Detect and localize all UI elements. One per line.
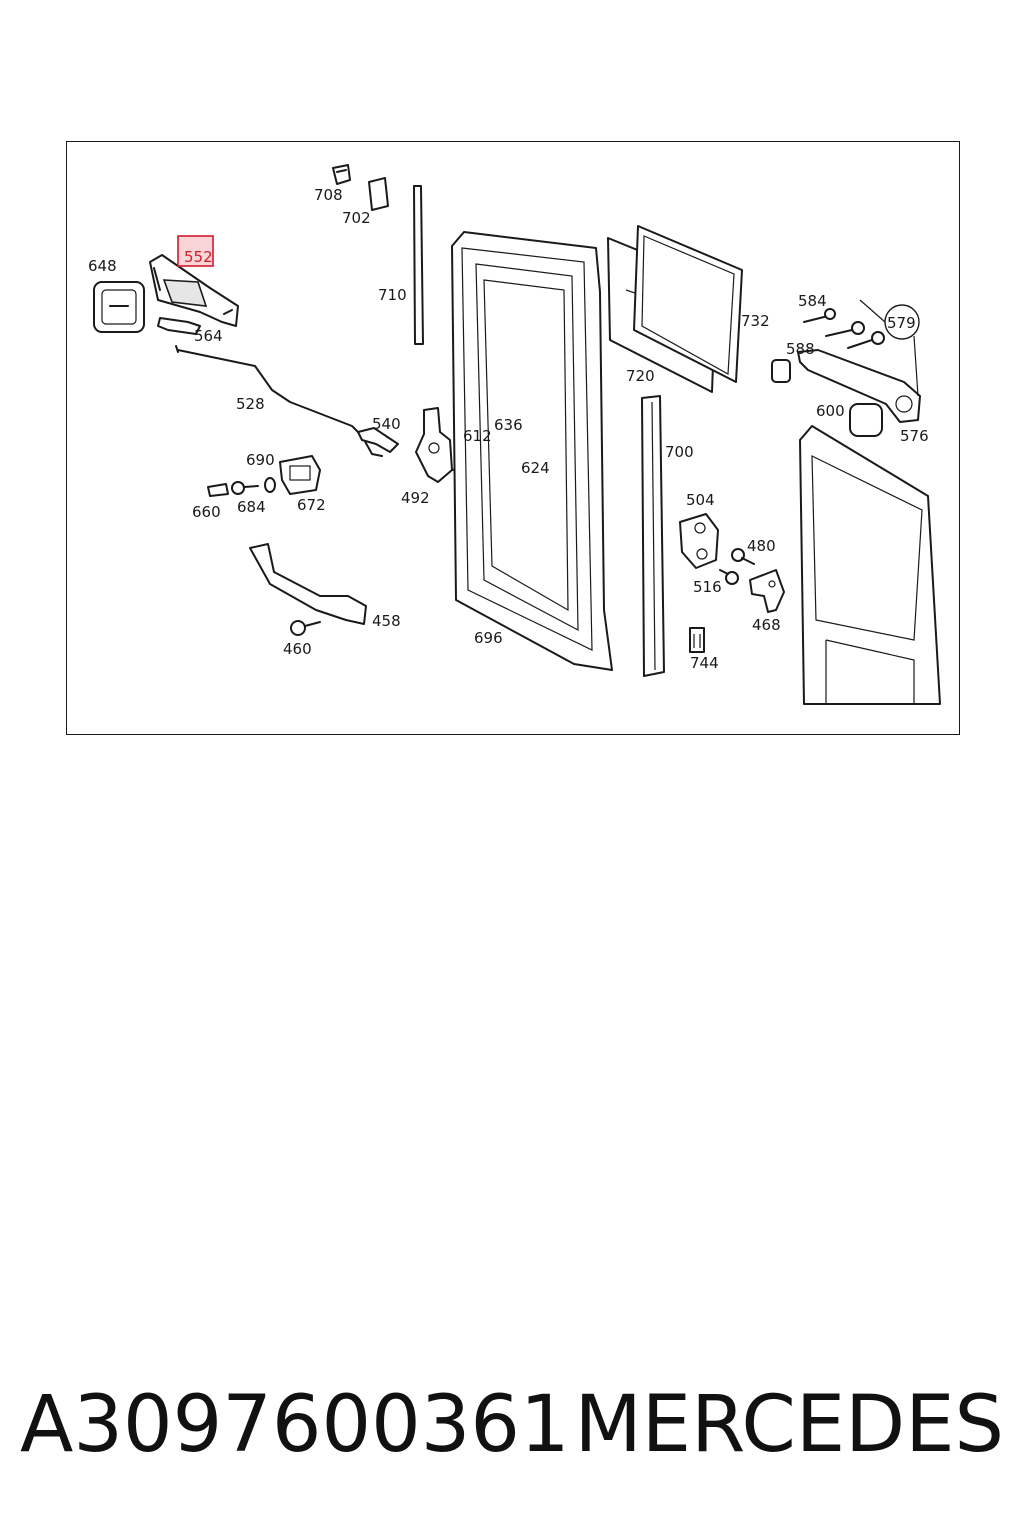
vehicle-door-panel <box>799 425 941 705</box>
label-744: 744 <box>690 654 719 672</box>
part-732-seal[interactable] <box>633 225 743 383</box>
part-702-cap[interactable] <box>368 177 389 211</box>
label-588: 588 <box>786 340 815 358</box>
label-516: 516 <box>693 578 722 596</box>
part-588-bezel[interactable] <box>771 359 791 383</box>
label-710: 710 <box>378 286 407 304</box>
label-708: 708 <box>314 186 343 204</box>
part-690-washer[interactable] <box>264 477 276 493</box>
label-460: 460 <box>283 640 312 658</box>
label-458: 458 <box>372 612 401 630</box>
part-528-rod[interactable] <box>175 345 383 457</box>
part-660-clip[interactable] <box>207 483 229 497</box>
label-528: 528 <box>236 395 265 413</box>
part-579-keys[interactable] <box>825 299 886 349</box>
part-708-clip[interactable] <box>332 164 351 185</box>
part-696-door-frame[interactable] <box>451 231 613 671</box>
label-636: 636 <box>494 416 523 434</box>
label-504: 504 <box>686 491 715 509</box>
part-504-hinge[interactable] <box>679 513 719 569</box>
label-492: 492 <box>401 489 430 507</box>
part-710-strip[interactable] <box>413 185 424 345</box>
label-600: 600 <box>816 402 845 420</box>
label-690: 690 <box>246 451 275 469</box>
label-540: 540 <box>372 415 401 433</box>
part-584-key[interactable] <box>803 308 836 323</box>
label-584: 584 <box>798 292 827 310</box>
part-648-bezel[interactable] <box>93 281 145 333</box>
label-684: 684 <box>237 498 266 516</box>
part-468-bracket[interactable] <box>749 569 785 613</box>
part-460-screw[interactable] <box>290 620 321 636</box>
callout-circle-579 <box>884 304 920 340</box>
label-660: 660 <box>192 503 221 521</box>
part-700-weatherstrip[interactable] <box>641 395 665 677</box>
part-516-screw[interactable] <box>719 569 739 585</box>
label-702: 702 <box>342 209 371 227</box>
label-648: 648 <box>88 257 117 275</box>
label-732: 732 <box>741 312 770 330</box>
part-number: A3097600361 <box>20 1380 570 1470</box>
label-468: 468 <box>752 616 781 634</box>
part-684-screw[interactable] <box>231 481 259 495</box>
footer-caption: A3097600361 MERCEDES <box>20 1370 1004 1480</box>
label-612: 612 <box>463 427 492 445</box>
label-480: 480 <box>747 537 776 555</box>
part-480-screw[interactable] <box>731 548 755 565</box>
part-564-linkage[interactable] <box>157 317 201 335</box>
brand-name: MERCEDES <box>574 1380 1005 1470</box>
part-458-pull-handle[interactable] <box>249 543 367 625</box>
part-540-clip[interactable] <box>357 427 399 453</box>
label-576: 576 <box>900 427 929 445</box>
part-576-outer-handle[interactable] <box>797 335 921 423</box>
label-700: 700 <box>665 443 694 461</box>
label-552: 552 <box>184 248 213 266</box>
part-672-striker[interactable] <box>279 455 321 495</box>
label-672: 672 <box>297 496 326 514</box>
exploded-parts-diagram: 708 702 710 552 648 564 528 540 690 660 … <box>88 164 941 705</box>
label-720: 720 <box>626 367 655 385</box>
label-564: 564 <box>194 327 223 345</box>
highlight-box-552 <box>177 235 214 267</box>
part-600-handle-bezel[interactable] <box>849 403 883 437</box>
label-696: 696 <box>474 629 503 647</box>
part-744-tag[interactable] <box>689 627 705 653</box>
label-624: 624 <box>521 459 550 477</box>
label-579: 579 <box>887 314 916 332</box>
